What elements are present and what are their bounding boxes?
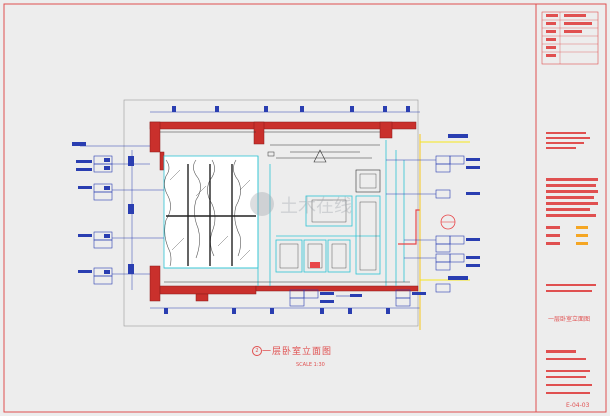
bottom-callouts xyxy=(289,289,426,307)
top-dimension-marks xyxy=(172,106,410,112)
ceiling-lamp xyxy=(313,149,327,163)
window-mullions xyxy=(166,164,256,266)
window-curtain-wall xyxy=(163,155,259,269)
cyan-frame-lines xyxy=(164,140,405,286)
left-callouts xyxy=(72,142,164,290)
wall-sections xyxy=(149,121,419,302)
drawing-scale: SCALE 1:30 xyxy=(296,362,325,368)
bottom-dimension-marks xyxy=(164,308,390,314)
wall-panel-inner xyxy=(311,199,347,223)
ceiling-lines xyxy=(160,131,380,159)
viewport-frame xyxy=(123,99,419,327)
watermark-text: 土木在线 xyxy=(280,196,352,217)
wall-panel xyxy=(305,195,353,227)
window-hatch xyxy=(169,169,251,261)
upper-cabinet xyxy=(355,169,381,193)
red-outlet xyxy=(310,262,320,268)
sheet-border xyxy=(3,3,607,413)
upper-cabinet-inner xyxy=(359,173,377,189)
tall-cabinet-door xyxy=(359,201,377,271)
tall-cabinet xyxy=(355,195,381,275)
title-block xyxy=(541,11,599,394)
watermark: 土木在线 xyxy=(250,192,352,217)
red-conduit xyxy=(398,209,420,245)
sheet-code: E-04-03 xyxy=(566,402,590,409)
right-callouts xyxy=(386,134,480,293)
drawing-title: 一层卧室立面图 xyxy=(262,347,333,357)
sheet-name: 一层卧室立面图 xyxy=(548,316,591,323)
view-number-marker: 2 xyxy=(252,346,262,356)
ceiling-light xyxy=(267,151,275,157)
